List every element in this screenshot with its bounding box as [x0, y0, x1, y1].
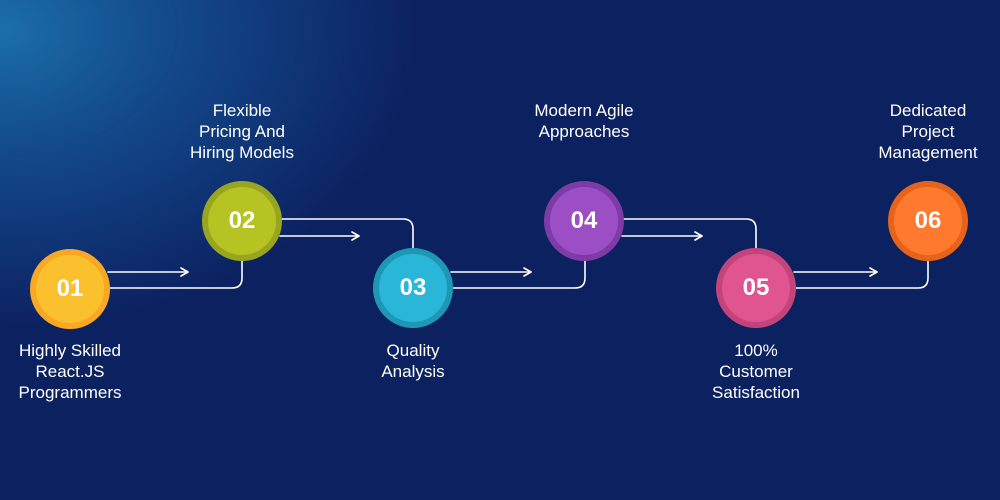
step-05-circle[interactable]: 05 [716, 248, 796, 328]
step-01-number: 01 [56, 275, 84, 302]
connector-02-03-elbow [279, 218, 414, 249]
step-03-circle[interactable]: 03 [373, 248, 453, 328]
step-05-number: 05 [742, 274, 770, 301]
connector-01-02-elbow [107, 260, 243, 289]
step-01-circle[interactable]: 01 [30, 249, 110, 329]
connector-04-05-elbow [621, 218, 757, 249]
step-02-circle[interactable]: 02 [202, 181, 282, 261]
step-04-circle[interactable]: 04 [544, 181, 624, 261]
step-04-number: 04 [570, 207, 598, 234]
connector-03-04-elbow [450, 260, 586, 289]
step-03-number: 03 [399, 274, 427, 301]
connector-05-06-elbow [793, 260, 929, 289]
step-06-number: 06 [914, 207, 942, 234]
step-02-number: 02 [228, 207, 256, 234]
step-06-circle[interactable]: 06 [888, 181, 968, 261]
